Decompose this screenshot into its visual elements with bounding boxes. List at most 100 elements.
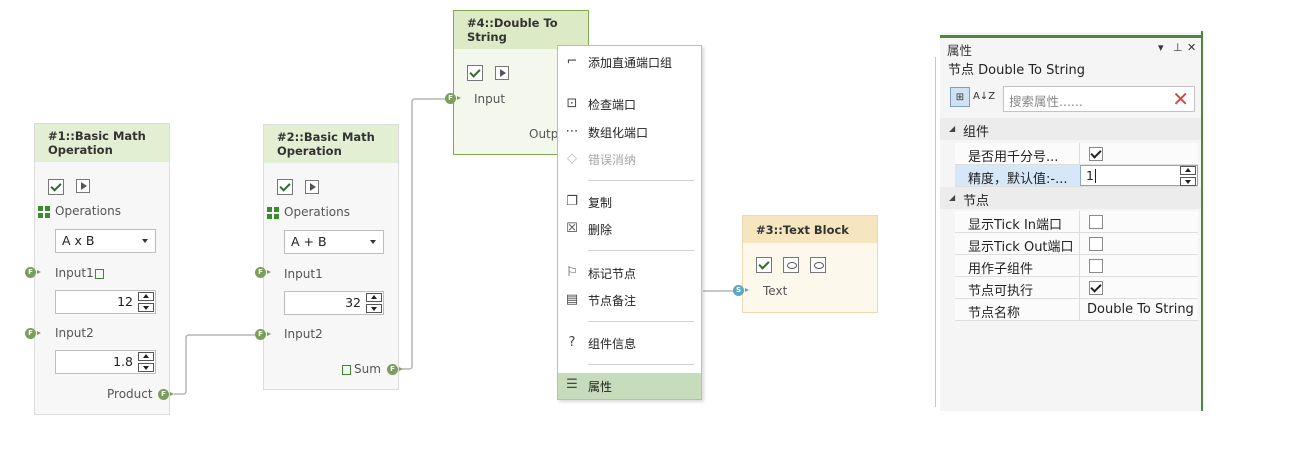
input2-port[interactable]: F — [255, 329, 271, 340]
output-label: Product — [107, 387, 153, 401]
input-port[interactable]: F — [445, 93, 461, 104]
menu-item-check-port[interactable]: ⊡检查端口 — [558, 92, 701, 116]
tick-out-checkbox[interactable] — [1089, 237, 1103, 251]
panel-accent-border — [1201, 31, 1203, 411]
tick-in-checkbox[interactable] — [1089, 215, 1103, 229]
property-row-precision[interactable]: 精度，默认值:-... 1 — [955, 165, 1198, 187]
spin-up-icon[interactable] — [1180, 166, 1196, 175]
properties-panel: 属性 ▾ ⊥ ✕ 节点 Double To String ⊞ A↓Z 搜索属性.… — [940, 33, 1202, 411]
panel-title: 属性 — [947, 43, 973, 58]
input1-port[interactable]: F — [255, 267, 271, 278]
menu-item-delete[interactable]: ☒删除 — [558, 217, 701, 241]
spin-down-icon[interactable] — [138, 363, 154, 372]
node-title[interactable]: #2::Basic Math Operation — [264, 125, 398, 163]
menu-item-copy[interactable]: ❐复制 — [558, 190, 701, 214]
operation-select[interactable]: A + B — [284, 230, 384, 254]
menu-item-add-passthrough[interactable]: ⌐添加直通端口组 — [558, 50, 701, 74]
output-label: Outp — [529, 127, 559, 141]
product-output-port[interactable]: F — [158, 389, 174, 400]
subcomponent-checkbox[interactable] — [1089, 259, 1103, 273]
clear-search-icon[interactable]: ✕ — [1172, 87, 1189, 111]
eraser-icon: ◇ — [567, 151, 577, 166]
play-icon[interactable] — [76, 179, 90, 193]
operation-select[interactable]: A x B — [55, 229, 156, 253]
flag-icon: ⚐ — [566, 265, 578, 280]
text-input-port[interactable]: S — [733, 285, 749, 296]
search-input[interactable]: 搜索属性...... ✕ — [1003, 86, 1195, 112]
menu-separator — [588, 321, 694, 322]
thousands-checkbox[interactable] — [1089, 147, 1103, 161]
context-menu[interactable]: ⌐添加直通端口组 ⊡检查端口 ⋯数组化端口 ◇错误消纳 ❐复制 ☒删除 ⚐标记节… — [557, 45, 702, 400]
node-enabled-checkbox[interactable] — [756, 257, 772, 273]
node-name-value[interactable]: Double To String — [1087, 302, 1194, 317]
view-panel-icon[interactable] — [810, 257, 826, 273]
input2-label: Input2 — [55, 326, 94, 340]
text-label: Text — [763, 284, 788, 298]
input1-port[interactable]: F — [25, 267, 41, 278]
node-title[interactable]: #1::Basic Math Operation — [35, 124, 169, 162]
property-row-executable[interactable]: 节点可执行 — [955, 277, 1198, 299]
spin-up-icon[interactable] — [366, 293, 382, 302]
view-icon[interactable] — [783, 257, 799, 273]
input-label: Input — [474, 92, 506, 106]
panel-title-bar: 属性 ▾ ⊥ ✕ — [940, 35, 1202, 58]
spin-down-icon[interactable] — [138, 303, 154, 312]
chevron-down-icon — [142, 239, 148, 243]
menu-item-component-info[interactable]: ?组件信息 — [558, 331, 701, 355]
close-icon[interactable]: ✕ — [1187, 41, 1197, 54]
delete-icon: ☒ — [566, 221, 578, 236]
category-node[interactable]: ◢ 节点 — [940, 187, 1202, 209]
spin-down-icon[interactable] — [366, 304, 382, 313]
pin-icon[interactable]: ⊥ — [1173, 41, 1183, 54]
sort-alphabetical-icon[interactable]: A↓Z — [973, 91, 996, 102]
node-title[interactable]: #4::Double To String — [454, 11, 588, 49]
collapse-triangle-icon[interactable]: ◢ — [949, 124, 956, 133]
output-label: Sum — [354, 362, 381, 376]
spin-up-icon[interactable] — [138, 352, 154, 361]
input2-port[interactable]: F — [25, 328, 41, 339]
help-icon: ? — [568, 335, 576, 350]
property-row-thousands[interactable]: 是否用千分号... — [955, 143, 1198, 165]
input1-spinner[interactable]: 12 — [55, 290, 156, 314]
menu-item-node-note[interactable]: ▤节点备注 — [565, 292, 637, 308]
node-enabled-checkbox[interactable] — [467, 65, 483, 81]
node-enabled-checkbox[interactable] — [277, 179, 293, 195]
categorized-view-icon[interactable]: ⊞ — [950, 87, 970, 107]
property-row-subcomponent[interactable]: 用作子组件 — [955, 255, 1198, 277]
panel-splitter[interactable] — [935, 57, 936, 407]
sum-output-port[interactable]: F — [387, 364, 403, 375]
panel-header: 节点 Double To String — [948, 63, 1085, 78]
copy-icon: ❐ — [566, 194, 578, 209]
input1-label: Input1 — [55, 266, 94, 280]
spin-up-icon[interactable] — [138, 292, 154, 301]
property-row-node-name[interactable]: 节点名称 Double To String — [955, 299, 1198, 321]
properties-toolbar: ⊞ A↓Z 搜索属性...... ✕ — [940, 83, 1202, 115]
input1-label: Input1 — [284, 267, 323, 281]
property-row-tick-out[interactable]: 显示Tick Out端口 — [955, 233, 1198, 255]
menu-separator — [588, 250, 694, 251]
input1-spinner[interactable]: 32 — [284, 291, 384, 315]
spin-down-icon[interactable] — [1180, 177, 1196, 186]
play-icon[interactable] — [305, 180, 319, 194]
menu-item-properties[interactable]: ☰属性 — [558, 373, 701, 399]
menu-item-error-absorb[interactable]: ◇错误消纳 — [558, 147, 701, 171]
menu-separator — [588, 180, 694, 181]
node-title[interactable]: #3::Text Block — [743, 216, 877, 243]
input2-label: Input2 — [284, 327, 323, 341]
input2-spinner[interactable]: 1.8 — [55, 350, 156, 374]
dropdown-icon[interactable]: ▾ — [1158, 41, 1164, 54]
menu-item-mark-node[interactable]: ⚐标记节点 — [558, 261, 701, 285]
play-icon[interactable] — [495, 66, 509, 80]
note-icon: ▤ — [565, 292, 579, 307]
property-row-tick-in[interactable]: 显示Tick In端口 — [955, 211, 1198, 233]
node-basic-math-2[interactable]: #2::Basic Math Operation Operations A + … — [263, 124, 399, 390]
menu-item-array-port[interactable]: ⋯数组化端口 — [565, 124, 649, 140]
menu-separator — [588, 364, 694, 365]
node-text-block[interactable]: #3::Text Block Text — [742, 215, 878, 313]
collapse-triangle-icon[interactable]: ◢ — [949, 193, 956, 202]
category-component[interactable]: ◢ 组件 — [940, 118, 1202, 140]
precision-spinner[interactable]: 1 — [1080, 165, 1198, 186]
node-enabled-checkbox[interactable] — [48, 179, 64, 195]
node-basic-math-1[interactable]: #1::Basic Math Operation Operations A x … — [34, 123, 170, 415]
executable-checkbox[interactable] — [1089, 281, 1103, 295]
